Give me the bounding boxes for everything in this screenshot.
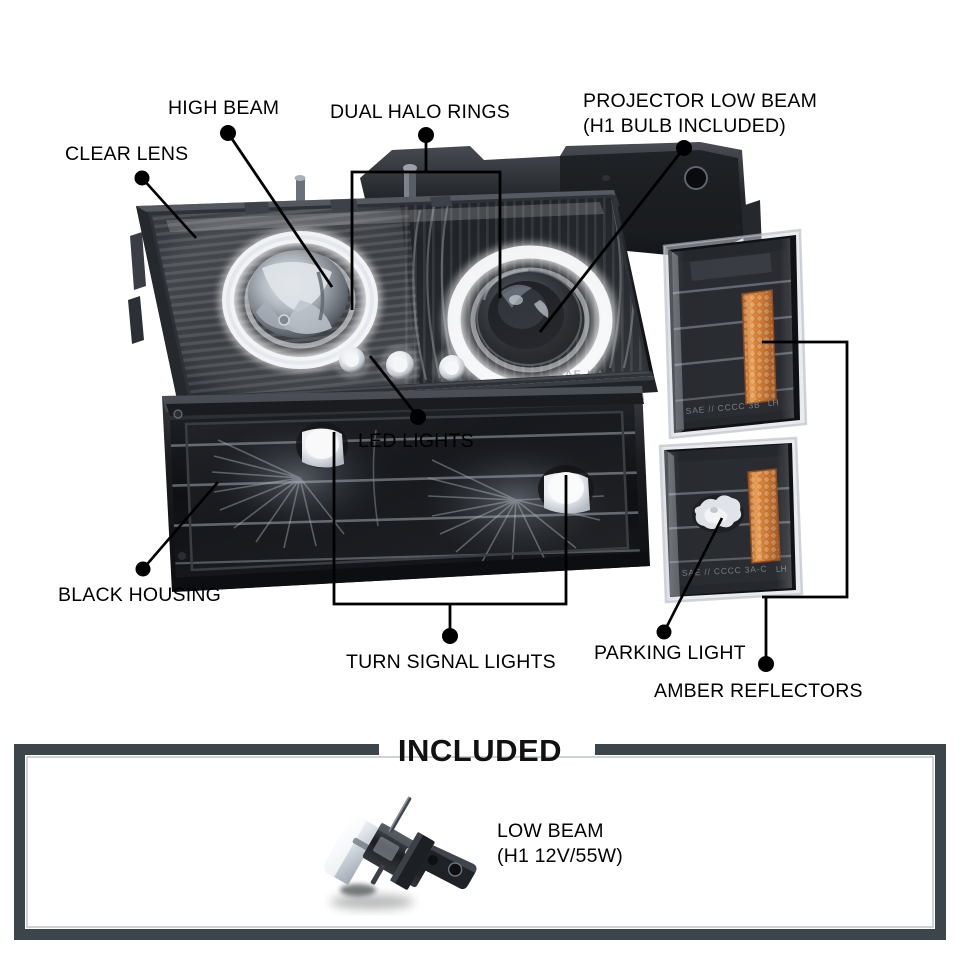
label-amber-reflectors: AMBER REFLECTORS [654, 680, 863, 702]
leader-dot-high-beam [220, 125, 236, 141]
leader-dot-led-lights [410, 409, 426, 425]
low-beam-bulb-image [324, 796, 477, 909]
label-low-beam-bulb: LOW BEAM [497, 820, 604, 842]
included-title: INCLUDED [398, 733, 562, 768]
callout-parking-light: PARKING LIGHT [594, 517, 746, 664]
label-high-beam: HIGH BEAM [168, 97, 279, 119]
label-low-beam-bulb-spec: (H1 12V/55W) [497, 845, 623, 867]
callout-dual-halo-rings: DUAL HALO RINGS [330, 101, 510, 310]
leader-dot-clear-lens [134, 170, 150, 186]
callout-high-beam: HIGH BEAM [168, 97, 334, 288]
included-frame [14, 744, 946, 940]
label-black-housing: BLACK HOUSING [58, 584, 221, 606]
label-dual-halo-rings: DUAL HALO RINGS [330, 101, 510, 123]
callout-projector-low-beam: PROJECTOR LOW BEAM (H1 BULB INCLUDED) [538, 90, 817, 333]
corner-lamp-top: SAE // CCCC 3B LH [662, 228, 808, 440]
leader-dot-dual-halo-rings [418, 127, 434, 143]
label-parking-light: PARKING LIGHT [594, 642, 746, 664]
leader-dot-parking-light [656, 624, 672, 640]
callout-led-lights: LED LIGHTS [358, 355, 474, 452]
leader-dot-amber-reflectors [758, 656, 774, 672]
callout-amber-reflectors: AMBER REFLECTORS [654, 340, 863, 702]
leader-dot-projector-low-beam [676, 140, 692, 156]
label-led-lights: LED LIGHTS [358, 430, 474, 452]
callout-black-housing: BLACK HOUSING [58, 481, 221, 606]
corner-lamp-bottom: SAE // CCCC 3A-C LH [658, 436, 804, 604]
leader-dot-turn-signal-lights [442, 628, 458, 644]
label-projector-low-beam: PROJECTOR LOW BEAM [583, 90, 817, 112]
label-clear-lens: CLEAR LENS [65, 143, 188, 165]
label-turn-signal-lights: TURN SIGNAL LIGHTS [346, 651, 556, 673]
leader-dot-black-housing [135, 561, 151, 577]
callout-turn-signal-lights: TURN SIGNAL LIGHTS [332, 432, 568, 673]
callout-clear-lens: CLEAR LENS [65, 143, 197, 239]
label-projector-low-beam-sub: (H1 BULB INCLUDED) [583, 115, 786, 137]
